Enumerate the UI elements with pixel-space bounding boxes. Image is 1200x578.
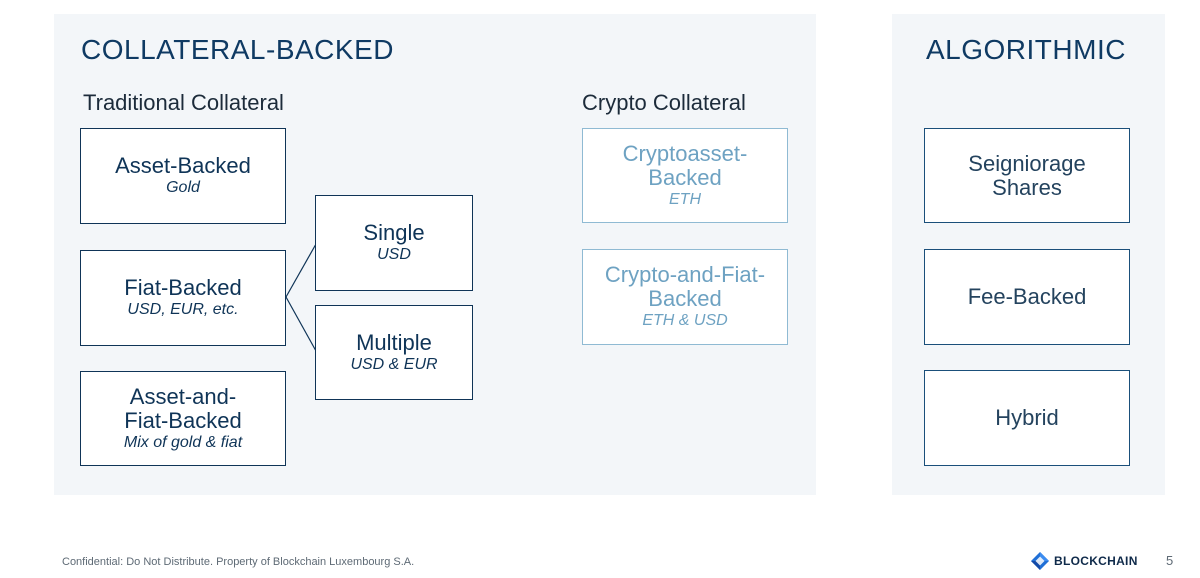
collateral-backed-title: COLLATERAL-BACKED — [81, 34, 394, 65]
fiat-backed-label: Fiat-Backed — [124, 275, 242, 300]
multiple-sub: USD & EUR — [350, 355, 438, 373]
multiple-box: Multiple USD & EUR — [315, 305, 473, 400]
crypto-and-fiat-backed-box: Crypto-and-Fiat- Backed ETH & USD — [582, 249, 788, 345]
seigniorage-shares-label-line1: Seigniorage — [968, 150, 1086, 176]
asset-and-fiat-backed-label-line1: Asset-and- — [129, 383, 237, 409]
confidential-notice: Confidential: Do Not Distribute. Propert… — [62, 556, 415, 568]
traditional-collateral-heading: Traditional Collateral — [83, 90, 284, 115]
crypto-and-fiat-backed-label-line2: Backed — [648, 286, 722, 311]
crypto-and-fiat-backed-sub: ETH & USD — [642, 312, 728, 329]
single-sub: USD — [377, 246, 411, 263]
hybrid-box: Hybrid — [924, 370, 1130, 466]
seigniorage-shares-box: Seigniorage Shares — [924, 128, 1130, 223]
cryptoasset-backed-label-line2: Backed — [648, 164, 722, 190]
asset-and-fiat-backed-box: Asset-and- Fiat-Backed Mix of gold & fia… — [80, 371, 286, 466]
cryptoasset-backed-label-line1: Cryptoasset- — [622, 140, 748, 166]
fee-backed-label: Fee-Backed — [967, 284, 1087, 309]
crypto-and-fiat-backed-label-line1: Crypto-and-Fiat- — [604, 262, 766, 287]
blockchain-logo: BLOCKCHAIN — [1031, 552, 1138, 570]
cryptoasset-backed-box: Cryptoasset- Backed ETH — [582, 128, 788, 223]
blockchain-logo-text: BLOCKCHAIN — [1054, 554, 1138, 568]
fiat-backed-sub: USD, EUR, etc. — [127, 301, 239, 318]
single-label: Single — [363, 220, 425, 245]
seigniorage-shares-label-line2: Shares — [992, 174, 1062, 200]
algorithmic-title: ALGORITHMIC — [926, 34, 1126, 65]
hybrid-label: Hybrid — [995, 405, 1059, 430]
asset-backed-box: Asset-Backed Gold — [80, 128, 286, 224]
fee-backed-box: Fee-Backed — [924, 249, 1130, 345]
page-number: 5 — [1166, 553, 1174, 568]
cryptoasset-backed-sub: ETH — [669, 190, 701, 208]
asset-backed-sub: Gold — [166, 179, 200, 196]
multiple-label: Multiple — [356, 329, 432, 355]
crypto-collateral-heading: Crypto Collateral — [582, 90, 746, 115]
blockchain-logo-icon — [1031, 552, 1049, 570]
fiat-backed-box: Fiat-Backed USD, EUR, etc. — [80, 250, 286, 346]
asset-backed-label: Asset-Backed — [115, 153, 251, 178]
single-box: Single USD — [315, 195, 473, 291]
asset-and-fiat-backed-label-line2: Fiat-Backed — [124, 407, 242, 433]
asset-and-fiat-backed-sub: Mix of gold & fiat — [123, 433, 243, 451]
